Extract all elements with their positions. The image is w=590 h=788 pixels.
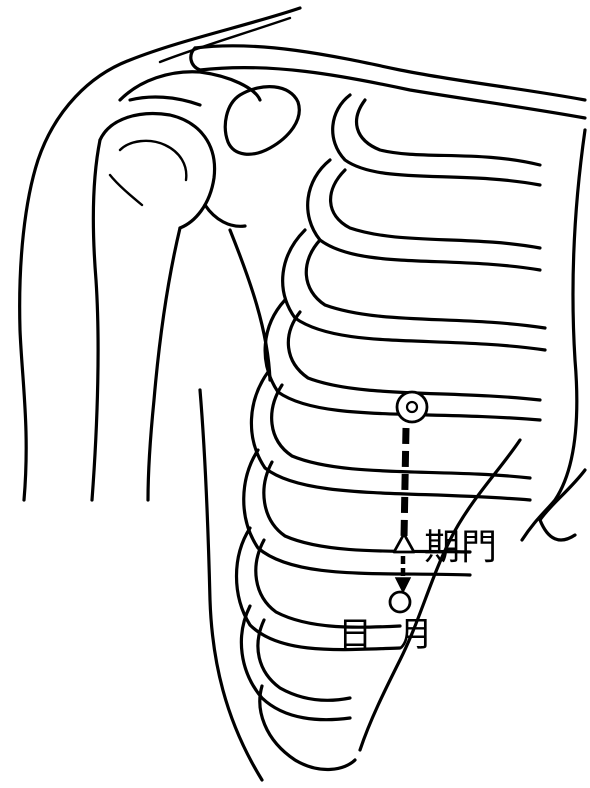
label-qimen: 期門	[424, 530, 498, 566]
meridian-dashed-line	[404, 428, 406, 538]
acupoint-lower	[390, 592, 410, 612]
humerus-shaft	[92, 140, 180, 500]
label-riyue: 日 月	[338, 618, 441, 652]
costal-margin	[360, 440, 520, 750]
humerus-head-detail	[110, 141, 186, 205]
acupoint-upper-outer	[397, 392, 427, 422]
inner-shoulder-contour	[160, 18, 290, 62]
lower-rib-edge	[540, 470, 585, 540]
rib-8	[241, 606, 350, 720]
clavicle	[191, 46, 585, 118]
acromion	[120, 72, 260, 105]
rib-1	[333, 95, 540, 185]
shoulder-outline	[20, 8, 300, 500]
arrow-head	[396, 578, 410, 592]
coracoid-process	[225, 87, 299, 155]
humerus-head	[100, 114, 215, 228]
qimen-triangle-marker	[394, 534, 414, 552]
glenoid	[205, 205, 245, 226]
ribs	[237, 95, 546, 769]
rib-3	[283, 230, 545, 350]
